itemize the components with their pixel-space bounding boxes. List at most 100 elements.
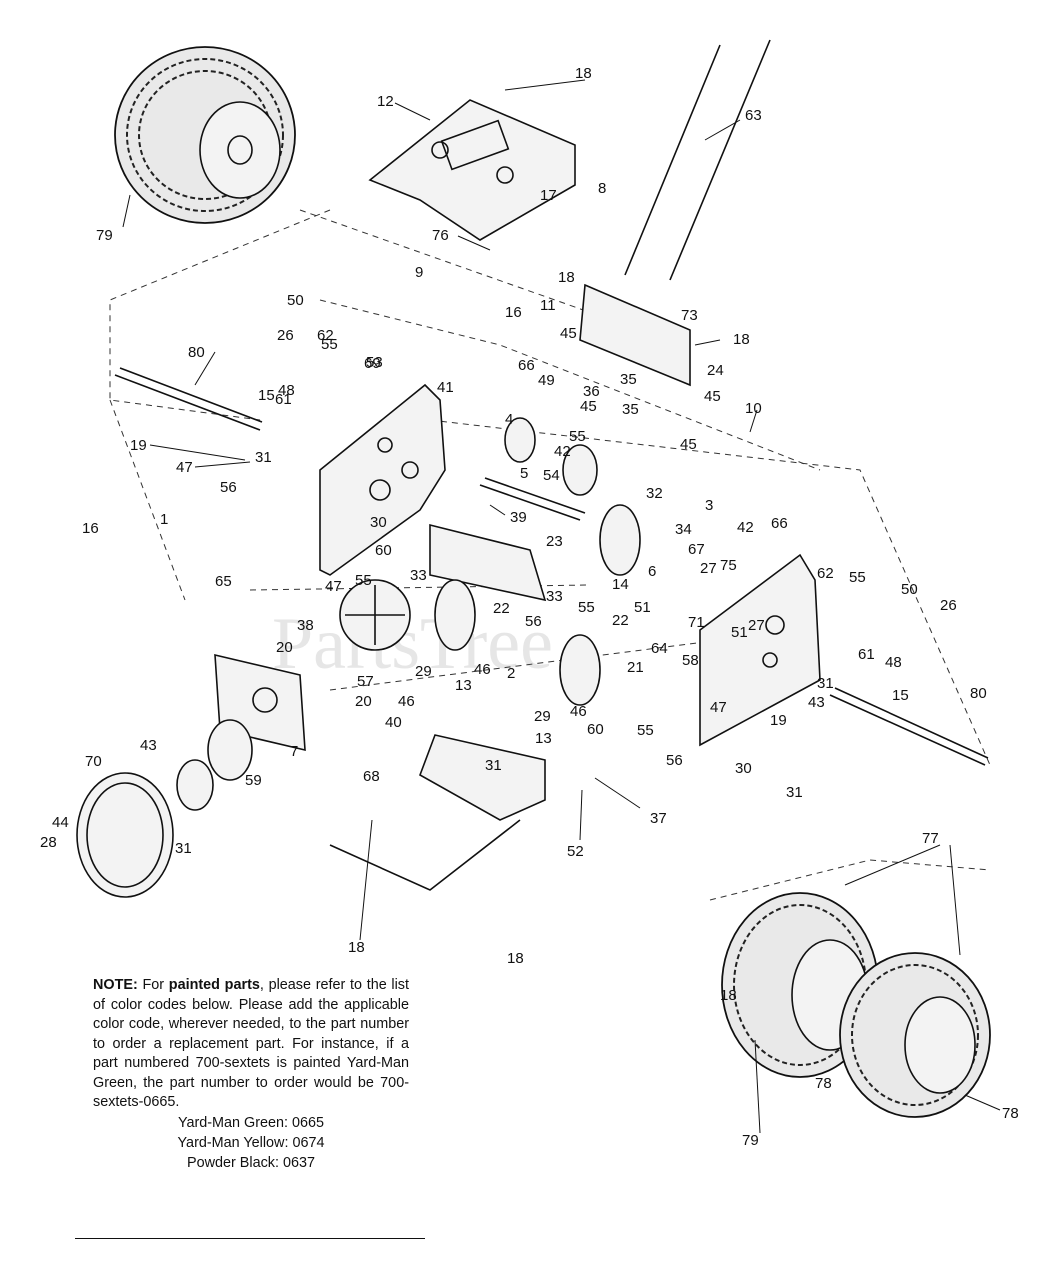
callout: 16 [82,520,99,537]
callout: 16 [505,304,522,321]
callout: 8 [598,180,606,197]
callout: 55 [637,722,654,739]
callout: 55 [321,336,338,353]
callout: 35 [622,401,639,418]
note-bold: painted parts [168,977,260,993]
footer-rule [75,1238,425,1239]
callout: 1 [160,511,168,528]
callout: 45 [704,388,721,405]
callout: 68 [363,768,380,785]
callout: 50 [901,581,918,598]
callout: 46 [474,661,491,678]
callout: 44 [52,814,69,831]
callout: 60 [587,721,604,738]
callout: 24 [707,362,724,379]
top-bracket-12 [368,99,576,241]
callout: 20 [355,693,372,710]
callout: 2 [507,665,515,682]
color-code-list: Yard-Man Green: 0665 Yard-Man Yellow: 06… [93,1113,409,1173]
callout: 67 [688,541,705,558]
callout: 5 [520,465,528,482]
callout: 41 [437,379,454,396]
housing-18 [329,734,546,891]
callout: 19 [770,712,787,729]
callout: 43 [808,694,825,711]
callout: 48 [278,382,295,399]
callout: 79 [742,1132,759,1149]
handle-rods-63 [624,39,771,281]
callout: 61 [275,391,292,408]
callout: 18 [558,269,575,286]
callout: 27 [700,560,717,577]
callout: 46 [398,693,415,710]
callout: 55 [355,572,372,589]
callout: 77 [922,830,939,847]
callout: 18 [575,65,592,82]
callout: 10 [745,400,762,417]
callout: 53 [366,354,383,371]
callout: 27 [748,617,765,634]
callout: 75 [720,557,737,574]
callout: 42 [737,519,754,536]
note-paragraph: NOTE: For painted parts, please refer to… [93,976,409,1113]
callout: 31 [175,840,192,857]
callout: 18 [733,331,750,348]
callout: 62 [317,327,334,344]
callout: 42 [554,443,571,460]
callout: 13 [535,730,552,747]
callout: 55 [569,428,586,445]
callout: 28 [40,834,57,851]
callout: 59 [245,772,262,789]
callout: 36 [583,383,600,400]
callout: 34 [675,521,692,538]
callout: 57 [357,673,374,690]
callout: 33 [410,567,427,584]
callout: 56 [666,752,683,769]
callout: 29 [534,708,551,725]
callout: 58 [682,652,699,669]
callout: 40 [385,714,402,731]
callout: 21 [627,659,644,676]
callout: 50 [287,292,304,309]
callout: 47 [176,459,193,476]
callout: 45 [580,398,597,415]
callout: 33 [546,588,563,605]
callout: 22 [612,612,629,629]
callout: 18 [348,939,365,956]
callout: 14 [612,576,629,593]
callout: 18 [507,950,524,967]
callout: 51 [731,624,748,641]
callout: 63 [745,107,762,124]
callout: 55 [849,569,866,586]
control-panel-73 [579,283,691,387]
callout: 49 [538,372,555,389]
callout: 4 [505,411,513,428]
callout: 35 [620,371,637,388]
callout: 17 [540,187,557,204]
callout: 80 [188,344,205,361]
callout: 31 [817,675,834,692]
callout: 64 [651,640,668,657]
callout: 37 [650,810,667,827]
color-code: Yard-Man Yellow: 0674 [177,1134,325,1151]
callout: 31 [786,784,803,801]
callout: 29 [415,663,432,680]
callout: 56 [525,613,542,630]
callout: 66 [518,357,535,374]
right-side-plate [699,553,821,747]
callout: 43 [140,737,157,754]
note-lead: NOTE: [93,977,138,993]
callout: 71 [688,614,705,631]
callout: 47 [710,699,727,716]
callout: 3 [705,497,713,514]
front-tires [721,892,991,1118]
callout: 65 [215,573,232,590]
callout: 78 [815,1075,832,1092]
callout: 6 [648,563,656,580]
left-side-plate-30 [319,383,446,576]
callout: 45 [680,436,697,453]
callout: 48 [885,654,902,671]
callout: 26 [277,327,294,344]
callout: 69 [364,355,381,372]
